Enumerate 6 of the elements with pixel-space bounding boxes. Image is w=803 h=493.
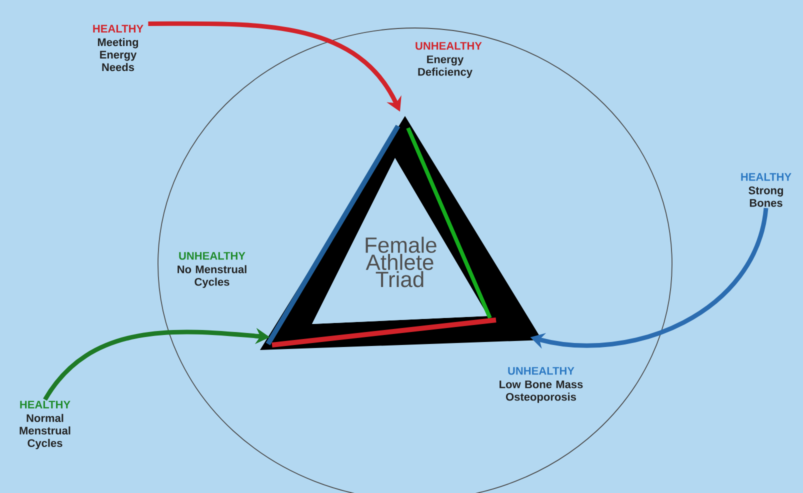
text-label: UNHEALTHY Energy Deficiency [416,42,482,78]
text-label: HEALTHY Meeting Energy Needs [93,24,144,72]
text-label: HEALTHY Strong Bones [741,173,792,207]
text-label: HEALTHY Normal Menstrual Cycles [20,400,70,450]
text-label: UNHEALTHY Low Bone Mass Osteoporosis [500,367,583,403]
text-label: UNHEALTHY No Menstrual Cycles [178,252,246,288]
